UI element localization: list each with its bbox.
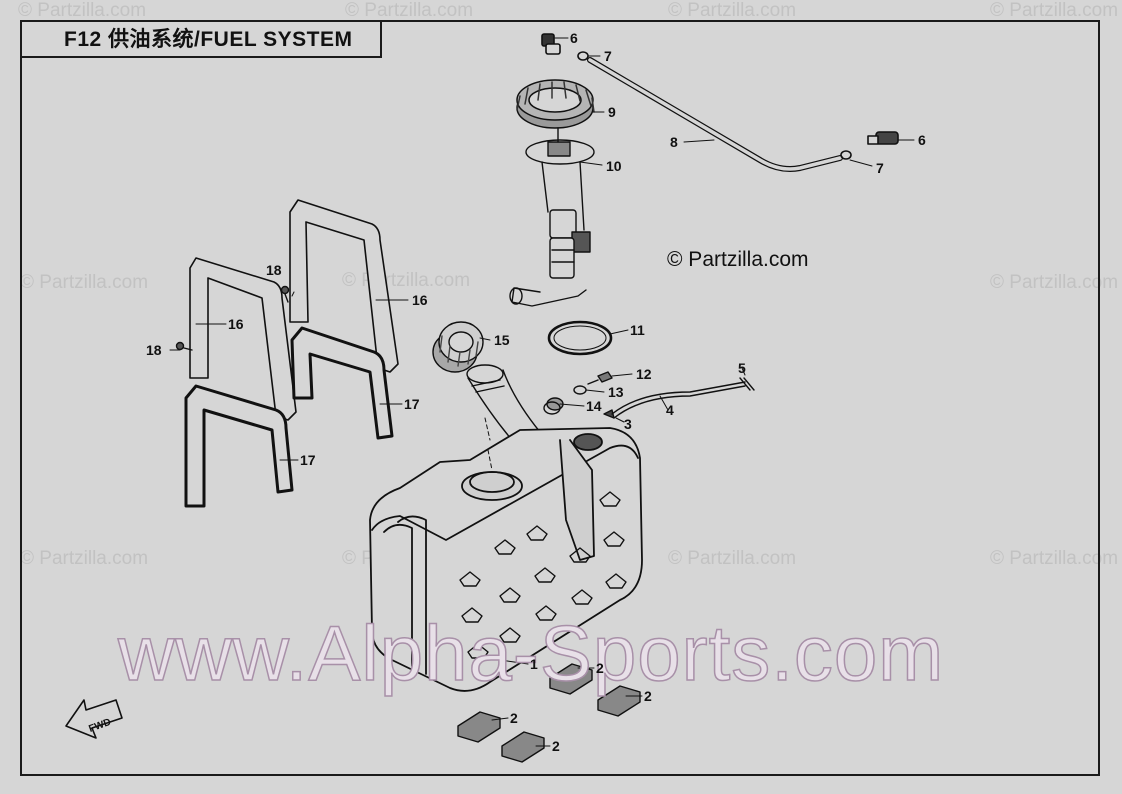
copyright-notice: © Partzilla.com [667, 248, 809, 271]
leader-lines [169, 37, 915, 747]
callout-16: 16 [412, 292, 428, 308]
callout-4: 4 [666, 402, 674, 418]
grommet-14 [543, 397, 564, 415]
callout-2: 2 [596, 660, 604, 676]
rubber-cushion [457, 663, 641, 763]
page-title: F12 供油系统/FUEL SYSTEM [20, 20, 382, 58]
callout-17: 17 [300, 452, 316, 468]
callout-12: 12 [636, 366, 652, 382]
diagram-frame [20, 20, 1100, 776]
callout-18: 18 [146, 342, 162, 358]
hose-connector-right [840, 131, 899, 160]
callout-18: 18 [266, 262, 282, 278]
watermark: © Partzilla.com [18, 0, 147, 21]
washer-13 [573, 385, 587, 395]
watermark: © Partzilla.com [20, 272, 149, 293]
callout-3: 3 [624, 416, 632, 432]
callout-8: 8 [670, 134, 678, 150]
pump-lock-ring [516, 79, 595, 129]
callout-7: 7 [604, 48, 612, 64]
fuel-tank [369, 427, 643, 692]
filler-neck [466, 364, 541, 441]
callout-11: 11 [630, 322, 645, 338]
callout-10: 10 [606, 158, 622, 174]
fuel-pump-assembly [509, 127, 595, 307]
fwd-arrow-icon [65, 699, 123, 739]
callout-13: 13 [608, 384, 624, 400]
watermark: © Partzilla.com [668, 0, 797, 21]
callout-1: 1 [530, 656, 538, 672]
watermark: © Partzilla.com [20, 548, 149, 569]
breather-hose [611, 377, 755, 419]
callout-2: 2 [644, 688, 652, 704]
watermark: © Partzilla.com [990, 0, 1119, 21]
callout-15: 15 [494, 332, 510, 348]
callout-14: 14 [586, 398, 602, 414]
watermark: © Partzilla.com [668, 548, 797, 569]
callout-17: 17 [404, 396, 420, 412]
callout-5: 5 [738, 360, 746, 376]
callout-9: 9 [608, 104, 616, 120]
tank-strap-16 [189, 199, 399, 421]
bolt-12 [587, 371, 613, 385]
fuel-line [587, 57, 843, 172]
watermark: © Partzilla.com [990, 272, 1119, 293]
callout-16: 16 [228, 316, 244, 332]
fuel-cap [432, 321, 484, 373]
callout-2: 2 [510, 710, 518, 726]
site-watermark: www.Alpha-Sports.com [117, 608, 945, 698]
pump-o-ring [547, 320, 613, 356]
watermark: © Partzilla.com [345, 0, 474, 21]
watermark: © Partzilla.com [990, 548, 1119, 569]
callout-7: 7 [876, 160, 884, 176]
strap-pad-17 [184, 326, 394, 508]
callout-2: 2 [552, 738, 560, 754]
callout-6: 6 [570, 30, 578, 46]
callout-6: 6 [918, 132, 926, 148]
